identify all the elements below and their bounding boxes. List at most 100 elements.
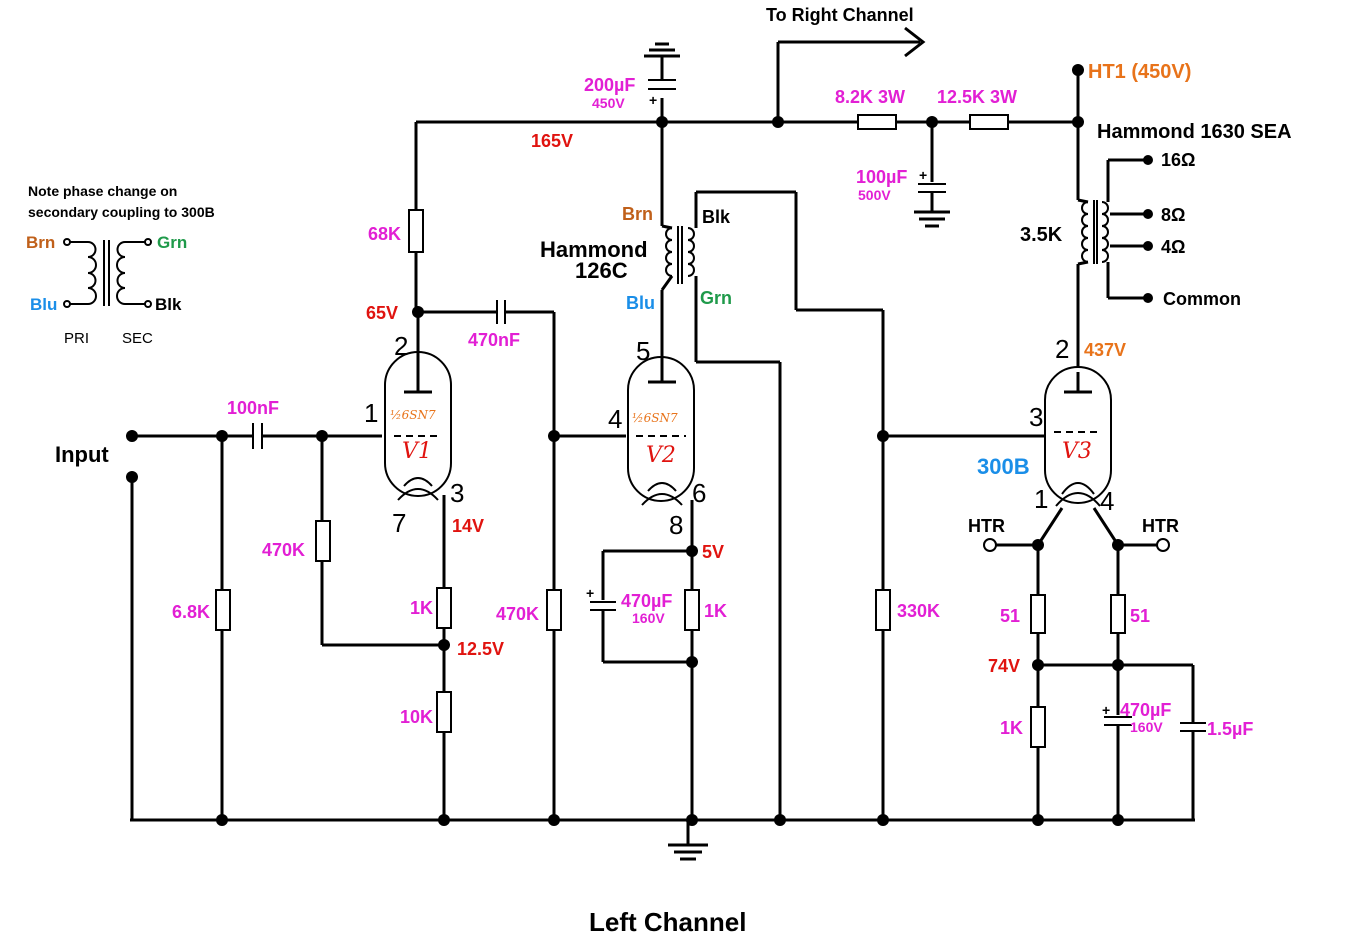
svg-text:8.2K 3W: 8.2K 3W: [835, 87, 905, 107]
svg-text:74V: 74V: [988, 656, 1020, 676]
svg-text:300B: 300B: [977, 454, 1030, 479]
svg-text:160V: 160V: [632, 610, 665, 626]
svg-text:6: 6: [692, 478, 706, 508]
resistor-470k-fb-label: 470K: [262, 540, 305, 560]
svg-text:126C: 126C: [575, 258, 628, 283]
ground-symbol-mid: [914, 210, 950, 228]
input-capacitor: [252, 423, 263, 449]
svg-text:5V: 5V: [702, 542, 724, 562]
svg-text:470K: 470K: [496, 604, 539, 624]
svg-text:8: 8: [669, 510, 683, 540]
svg-text:+: +: [1102, 702, 1110, 718]
svg-text:secondary coupling to 300B: secondary coupling to 300B: [28, 204, 215, 220]
svg-text:200µF: 200µF: [584, 75, 635, 95]
input-label: Input: [55, 442, 109, 467]
output-transformer-label: Hammond 1630 SEA: [1097, 121, 1292, 143]
capacitor-v2-cathode: +: [586, 585, 616, 611]
svg-text:SEC: SEC: [122, 330, 153, 347]
tube-v2: ½6SN7 V2: [627, 356, 695, 506]
resistor-v1-cathode-1k: [436, 587, 452, 629]
svg-text:+: +: [649, 92, 657, 108]
svg-text:450V: 450V: [592, 95, 625, 111]
svg-text:1K: 1K: [410, 598, 433, 618]
svg-text:16Ω: 16Ω: [1161, 150, 1195, 170]
svg-text:HTR: HTR: [1142, 516, 1179, 536]
phase-note: Note phase change on secondary coupling …: [26, 183, 215, 347]
svg-text:1.5µF: 1.5µF: [1207, 719, 1253, 739]
svg-text:1K: 1K: [704, 601, 727, 621]
svg-text:Blk: Blk: [702, 207, 731, 227]
svg-text:Blk: Blk: [155, 295, 182, 314]
svg-text:1: 1: [364, 398, 378, 428]
tube-v1: ½6SN7 V1: [384, 351, 452, 501]
resistor-v3-cathode-1k: [1030, 706, 1046, 748]
resistor-68k: [408, 209, 424, 253]
svg-text:PRI: PRI: [64, 330, 89, 347]
svg-text:½6SN7: ½6SN7: [390, 408, 436, 422]
svg-text:7: 7: [392, 508, 406, 538]
interstage-transformer: [665, 226, 695, 284]
svg-text:51: 51: [1000, 606, 1020, 626]
heater-terminal-left[interactable]: [983, 538, 997, 552]
resistor-6-8k: [215, 589, 231, 631]
svg-text:Brn: Brn: [26, 233, 55, 252]
svg-text:Note phase change on: Note phase change on: [28, 183, 177, 199]
ground-symbol-supply: [644, 42, 680, 58]
input-capacitor-label: 100nF: [227, 398, 279, 418]
capacitor-1-5uf: [1180, 722, 1206, 732]
svg-text:470µF: 470µF: [621, 591, 672, 611]
coupling-capacitor-470nf: [496, 300, 506, 324]
svg-text:V3: V3: [1062, 439, 1092, 464]
svg-text:1K: 1K: [1000, 718, 1023, 738]
resistor-330k: [875, 589, 891, 631]
svg-text:12.5K 3W: 12.5K 3W: [937, 87, 1017, 107]
tube-v3: V3: [1044, 366, 1112, 507]
resistor-6-8k-label: 6.8K: [172, 602, 210, 622]
svg-text:Brn: Brn: [622, 204, 653, 224]
svg-text:51: 51: [1130, 606, 1150, 626]
svg-text:V2: V2: [646, 443, 676, 468]
svg-text:Hammond: Hammond: [540, 237, 648, 262]
svg-text:Blu: Blu: [30, 295, 57, 314]
resistor-51-left: [1030, 594, 1046, 634]
svg-text:4: 4: [1100, 486, 1114, 516]
diagram-title: Left Channel: [589, 907, 746, 937]
resistor-51-right: [1110, 594, 1126, 634]
resistor-12-5k: [969, 114, 1009, 130]
resistor-v1-cathode-10k: [436, 691, 452, 733]
svg-text:100µF: 100µF: [856, 167, 907, 187]
svg-text:3: 3: [1029, 402, 1043, 432]
svg-text:3: 3: [450, 478, 464, 508]
svg-text:14V: 14V: [452, 516, 484, 536]
svg-text:2: 2: [394, 331, 408, 361]
svg-text:330K: 330K: [897, 601, 940, 621]
svg-text:½6SN7: ½6SN7: [632, 411, 678, 425]
svg-text:+: +: [586, 585, 594, 601]
resistor-8-2k: [857, 114, 897, 130]
svg-text:Grn: Grn: [157, 233, 187, 252]
svg-text:4Ω: 4Ω: [1161, 237, 1185, 257]
svg-text:5: 5: [636, 336, 650, 366]
svg-text:Grn: Grn: [700, 288, 732, 308]
heater-terminal-right[interactable]: [1156, 538, 1170, 552]
svg-text:To Right Channel: To Right Channel: [766, 5, 914, 25]
svg-text:1: 1: [1034, 484, 1048, 514]
svg-text:Blu: Blu: [626, 293, 655, 313]
svg-text:12.5V: 12.5V: [457, 639, 504, 659]
svg-text:165V: 165V: [531, 131, 573, 151]
svg-text:68K: 68K: [368, 224, 401, 244]
svg-text:65V: 65V: [366, 303, 398, 323]
svg-text:8Ω: 8Ω: [1161, 205, 1185, 225]
output-transformer: [1081, 200, 1109, 264]
svg-text:3.5K: 3.5K: [1020, 224, 1063, 246]
svg-text:HTR: HTR: [968, 516, 1005, 536]
svg-text:V1: V1: [402, 439, 432, 464]
svg-text:Common: Common: [1163, 289, 1241, 309]
resistor-470k-fb: [315, 520, 331, 562]
svg-text:470µF: 470µF: [1120, 700, 1171, 720]
svg-text:160V: 160V: [1130, 719, 1163, 735]
resistor-v2-cathode-1k: [684, 589, 700, 631]
ground-symbol-main: [668, 820, 708, 861]
svg-text:10K: 10K: [400, 707, 433, 727]
resistor-470k-v2-grid: [546, 589, 562, 631]
